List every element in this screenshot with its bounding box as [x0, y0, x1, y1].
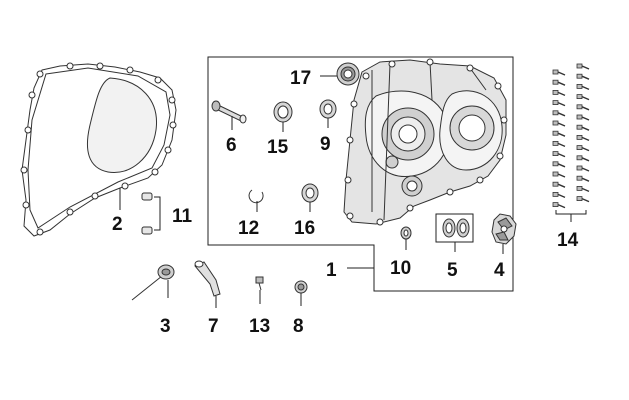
label-8: 8	[293, 316, 304, 337]
bolt	[576, 155, 590, 162]
part-15-oil-seal	[273, 101, 293, 132]
bolt	[552, 120, 566, 127]
label-1: 1	[326, 260, 337, 281]
label-12: 12	[238, 218, 259, 239]
bolt	[576, 94, 590, 101]
bolt	[552, 79, 566, 86]
bolt	[552, 181, 566, 188]
label-11: 11	[172, 206, 193, 227]
bolt	[576, 185, 590, 193]
bolt	[552, 130, 566, 137]
part-3-dipstick	[131, 264, 175, 301]
bolt	[576, 63, 590, 70]
part-4-impeller	[491, 213, 517, 254]
bolt	[552, 161, 566, 168]
label-3: 3	[160, 316, 171, 337]
label-6: 6	[226, 135, 237, 156]
bolt	[552, 100, 566, 107]
bolt	[576, 165, 590, 172]
bolt	[576, 114, 590, 121]
bolt	[552, 151, 566, 158]
bolt	[552, 69, 566, 76]
bolt	[576, 134, 590, 142]
part-1-crankcase-cover	[343, 58, 508, 226]
label-10: 10	[390, 258, 411, 279]
bolt	[552, 140, 566, 148]
part-14-bolts	[552, 63, 590, 209]
part-6-pin	[211, 100, 247, 130]
part-7-pipe	[194, 260, 221, 308]
part-11-dowel-pins	[141, 192, 161, 235]
bolt	[552, 110, 566, 117]
label-13: 13	[249, 316, 270, 337]
label-7: 7	[208, 316, 219, 337]
label-5: 5	[447, 260, 458, 281]
bolt	[552, 171, 566, 178]
bolt	[576, 84, 590, 91]
part-9-oil-seal	[319, 99, 337, 128]
bolt	[576, 175, 590, 182]
part-12-circlip	[248, 189, 264, 212]
bolt	[576, 145, 590, 152]
assembly-frame	[207, 56, 514, 292]
label-16: 16	[294, 218, 315, 239]
part-2-gasket	[20, 62, 177, 237]
bolt	[576, 104, 590, 111]
bolt	[576, 124, 590, 131]
leader-14	[555, 210, 587, 222]
label-9: 9	[320, 134, 331, 155]
label-14: 14	[557, 230, 579, 251]
part-5-seal-set	[435, 213, 474, 252]
bolt	[552, 202, 566, 209]
label-17: 17	[290, 68, 311, 89]
part-17-bearing	[320, 62, 360, 86]
label-2: 2	[112, 214, 123, 235]
bolt	[576, 196, 590, 203]
label-15: 15	[267, 137, 289, 158]
bolt	[576, 73, 590, 80]
part-13-bolt	[255, 276, 264, 304]
part-16-oil-seal	[301, 183, 319, 212]
bolt	[552, 90, 566, 97]
part-10-seal	[400, 226, 412, 250]
part-8-plug	[294, 280, 308, 306]
bolt	[552, 191, 566, 199]
label-4: 4	[494, 260, 505, 281]
